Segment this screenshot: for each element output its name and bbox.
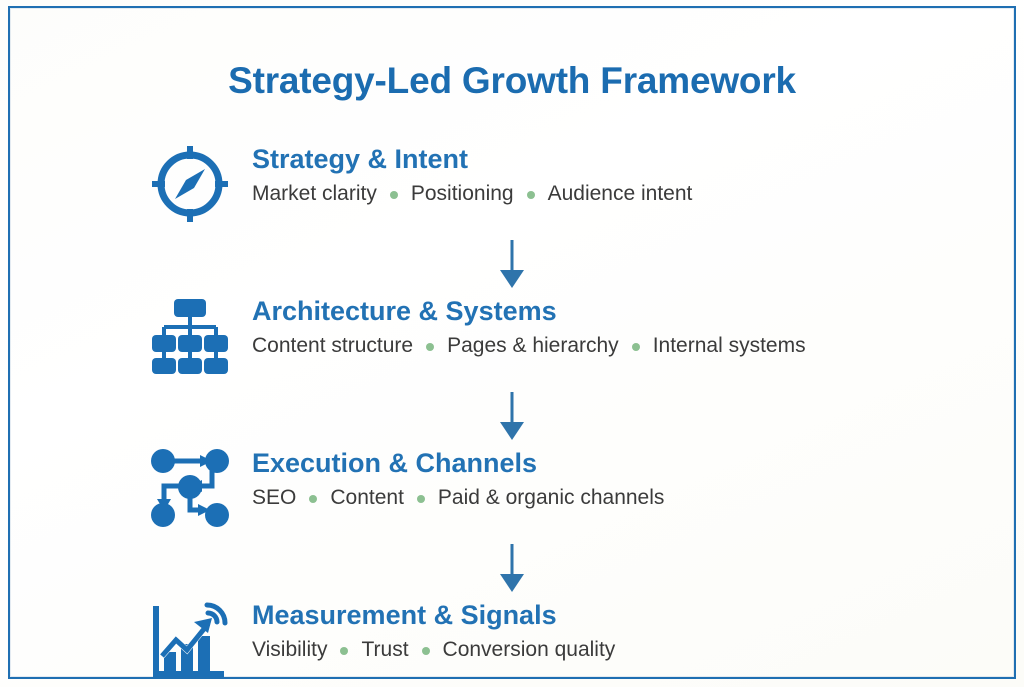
sub-item: Pages & hierarchy (447, 334, 619, 358)
stage-heading: Execution & Channels (252, 448, 538, 478)
bullet-dot-icon (426, 343, 435, 352)
sub-item: Market clarity (252, 182, 377, 206)
sub-item: Content (330, 486, 404, 510)
sub-item: Trust (361, 638, 409, 662)
sub-item: Conversion quality (442, 638, 616, 662)
bullet-dot-icon (416, 495, 425, 504)
network-flow-icon (146, 444, 234, 532)
stage-subtitle: Content structure Pages & hierarchy Inte… (252, 333, 806, 359)
stage-text-block: Execution & Channels SEO Content Paid & … (252, 444, 664, 511)
stage-execution-and-channels: Execution & Channels SEO Content Paid & … (0, 444, 1024, 540)
connector-arrow-3 (0, 540, 1024, 596)
sub-item: Content structure (252, 334, 414, 358)
hierarchy-icon (146, 292, 234, 380)
bullet-dot-icon (526, 191, 535, 200)
stage-subtitle: Visibility Trust Conversion quality (252, 637, 615, 663)
compass-icon (146, 140, 234, 228)
bullet-dot-icon (421, 647, 430, 656)
sub-item: Paid & organic channels (437, 486, 665, 510)
stage-heading: Strategy & Intent (252, 144, 469, 174)
connector-arrow-2 (0, 388, 1024, 444)
stage-text-block: Measurement & Signals Visibility Trust C… (252, 596, 615, 663)
stage-text-block: Architecture & Systems Content structure… (252, 292, 806, 359)
bullet-dot-icon (631, 343, 640, 352)
stage-strategy-and-intent: Strategy & Intent Market clarity Positio… (0, 140, 1024, 236)
bullet-dot-icon (389, 191, 398, 200)
growth-signal-icon (146, 596, 234, 684)
sub-item: Visibility (252, 638, 328, 662)
stage-heading: Measurement & Signals (252, 600, 557, 630)
sub-item: SEO (252, 486, 297, 510)
sub-item: Positioning (410, 182, 514, 206)
connector-arrow-1 (0, 236, 1024, 292)
sub-item: Audience intent (547, 182, 693, 206)
stage-heading: Architecture & Systems (252, 296, 557, 326)
sub-item: Internal systems (652, 334, 806, 358)
stage-subtitle: SEO Content Paid & organic channels (252, 485, 664, 511)
bullet-dot-icon (309, 495, 318, 504)
page-title: Strategy-Led Growth Framework (228, 60, 796, 101)
stage-architecture-and-systems: Architecture & Systems Content structure… (0, 292, 1024, 388)
stage-measurement-and-signals: Measurement & Signals Visibility Trust C… (0, 596, 1024, 692)
bullet-dot-icon (340, 647, 349, 656)
stage-text-block: Strategy & Intent Market clarity Positio… (252, 140, 692, 207)
stage-subtitle: Market clarity Positioning Audience inte… (252, 181, 692, 207)
stage-list: Strategy & Intent Market clarity Positio… (0, 140, 1024, 692)
